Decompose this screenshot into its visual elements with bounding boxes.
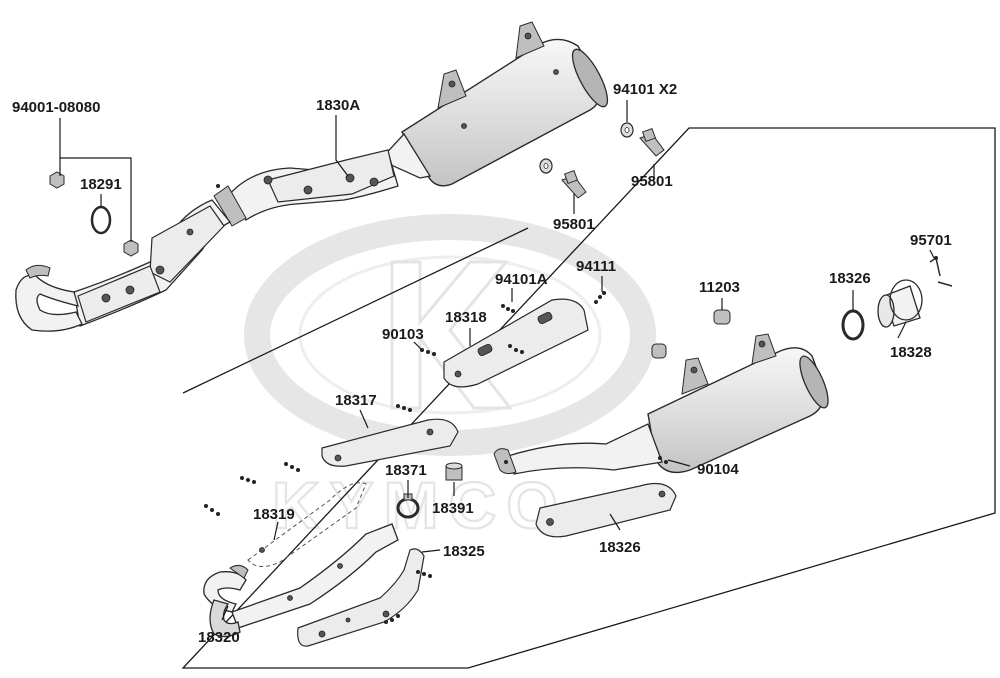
label-18320: 18320 [198, 629, 240, 646]
label-90104: 90104 [697, 461, 739, 478]
exhaust-assembly-1830A [15, 21, 609, 332]
label-18291: 18291 [80, 176, 122, 193]
gasket-18291 [90, 205, 112, 235]
washer-94101-b [539, 158, 553, 174]
label-1830A: 1830A [316, 97, 360, 114]
label-90103: 90103 [382, 326, 424, 343]
label-94001-08080: 94001-08080 [12, 99, 100, 116]
label-18371: 18371 [385, 462, 427, 479]
heat-shield-18318 [443, 298, 589, 388]
label-95801-a: 95801 [631, 173, 673, 190]
bolt-95801-a [639, 127, 665, 157]
watermark-text: KYMCO [272, 468, 568, 542]
label-95701: 95701 [910, 232, 952, 249]
label-18326-a: 18326 [829, 270, 871, 287]
leader-lines [59, 100, 935, 621]
grommet-11203 [651, 309, 731, 359]
label-94101-x2: 94101 X2 [613, 81, 677, 98]
label-18391: 18391 [432, 500, 474, 517]
label-18325: 18325 [443, 543, 485, 560]
label-18328: 18328 [890, 344, 932, 361]
label-18317: 18317 [335, 392, 377, 409]
label-94111: 94111 [576, 258, 616, 275]
heat-shield-18325 [297, 548, 425, 647]
header-pipe-18320 [203, 523, 399, 638]
collar-18391 [445, 462, 463, 481]
label-95801-b: 95801 [553, 216, 595, 233]
bolt-95801-b [561, 169, 587, 199]
label-18326-b: 18326 [599, 539, 641, 556]
nut-94001-b [123, 239, 139, 257]
label-18318: 18318 [445, 309, 487, 326]
gasket-18326 [841, 309, 865, 341]
heat-shield-18319 [247, 482, 367, 567]
washer-94101 [620, 122, 634, 138]
label-11203: 11203 [699, 279, 740, 296]
heat-shield-18326 [535, 483, 677, 538]
muffler-lower [493, 333, 829, 475]
label-94101A: 94101A [495, 271, 548, 288]
assembly-frame [181, 127, 996, 669]
heat-shield-18317 [321, 418, 459, 467]
spark-arrestor-18328 [877, 279, 923, 328]
screw-95701 [929, 256, 953, 287]
label-18319: 18319 [253, 506, 295, 523]
part-labels: 94001-08080 1830A 18291 94101 X2 95801 9… [12, 81, 952, 646]
bolt-cluster [204, 291, 668, 624]
nut-94001-a [49, 171, 65, 189]
